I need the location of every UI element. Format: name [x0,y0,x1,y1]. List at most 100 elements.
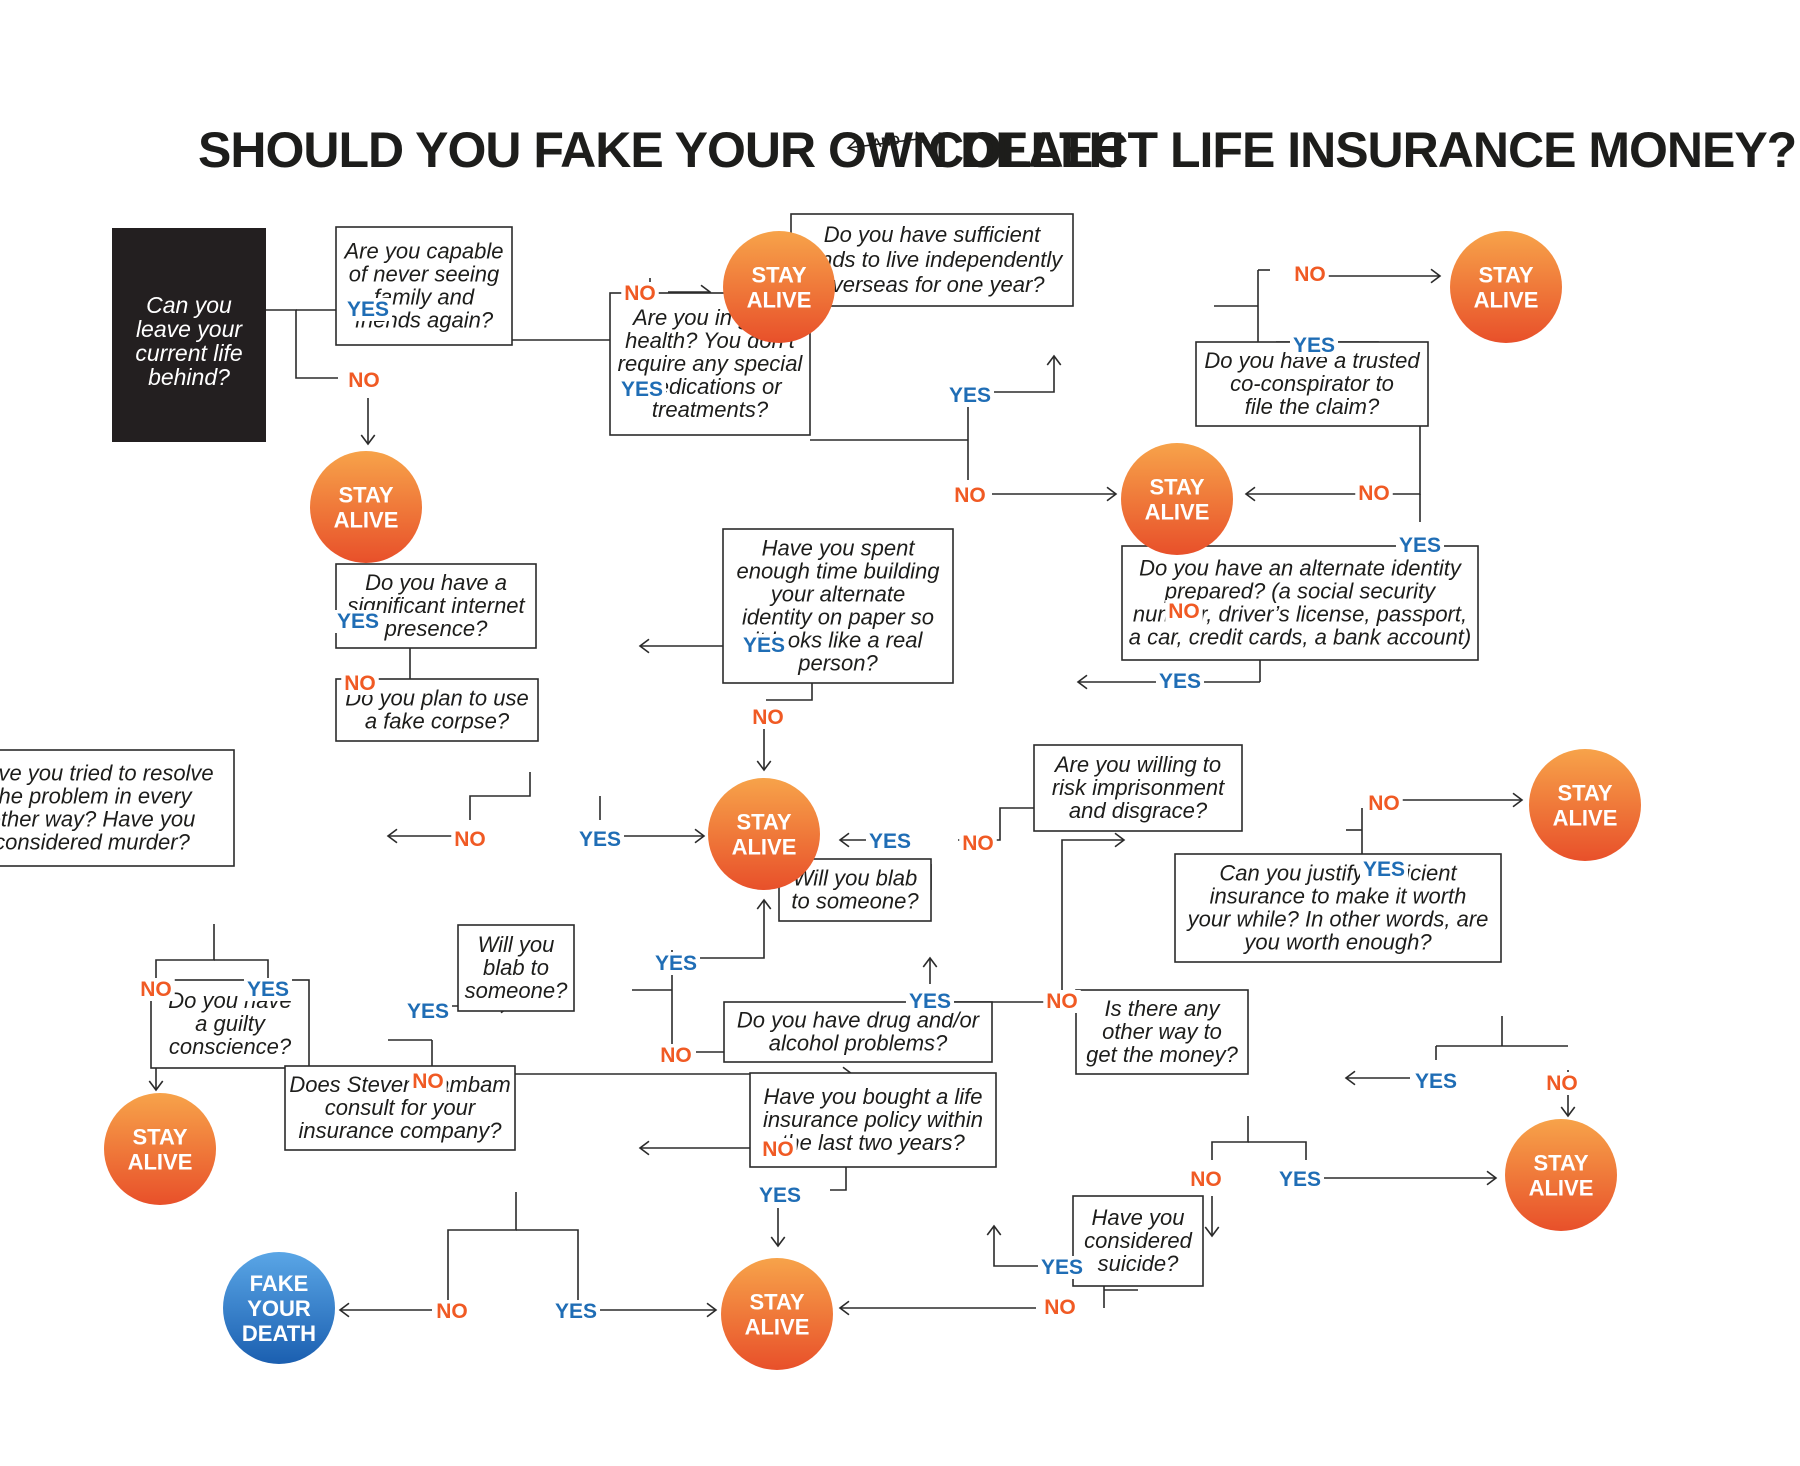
yes-branch-label: YES [337,610,379,633]
question-line: person? [797,651,878,676]
yes-branch-label: YES [1159,670,1201,693]
yes-branch-label: YES [1041,1256,1083,1279]
title-left: SHOULD YOU FAKE YOUR OWN DEATH [198,122,1124,178]
question-line: insurance to make it worth [1210,884,1467,909]
and-connector: AND [846,131,928,153]
yes-branch-label: YES [869,830,911,853]
outcome-text: ALIVE [745,1315,810,1340]
yes-branch-label: YES [555,1300,597,1323]
no-branch-label: NO [348,369,380,392]
outcome-text: STAY [1557,781,1612,806]
question-line: funds to live independently [802,247,1065,272]
outcome-text: ALIVE [1474,288,1539,313]
branch-labels: YES NO NO YES YES NO NO YES NO YES NO YES YES NO YES NO… [137,263,1581,1323]
yes-branch-label: YES [407,1000,449,1023]
question-line: Have you [1092,1205,1185,1230]
outcome-text: STAY [132,1125,187,1150]
outcome-text: YOUR [247,1296,311,1321]
question-line: insurance policy within [763,1107,983,1132]
question-line: Are you capable [343,239,504,264]
yes-branch-label: YES [621,378,663,401]
question-line: of never seeing [349,262,500,287]
question-line: Have you spent [762,536,916,561]
question-line: Do you have a [365,570,507,595]
outcome-text: STAY [338,483,393,508]
title-right: COLLECT LIFE INSURANCE MONEY? [928,122,1796,178]
question-line: blab to [483,955,549,980]
yes-branch-label: YES [1293,334,1335,357]
no-branch-label: NO [624,282,656,305]
question-line: conscience? [169,1034,292,1059]
question-line: Have you tried to resolve [0,761,214,786]
yes-branch-label: YES [1399,534,1441,557]
outcome-text: ALIVE [128,1150,193,1175]
no-branch-label: NO [660,1044,692,1067]
no-branch-label: NO [436,1300,468,1323]
question-line: identity on paper so [742,605,934,630]
question-line: a guilty [195,1011,267,1036]
question-line: Have you bought a life [764,1084,983,1109]
no-branch-label: NO [344,672,376,695]
question-line: presence? [384,616,489,641]
question-line: the problem in every [0,784,194,809]
outcome-text: ALIVE [1145,500,1210,525]
yes-branch-label: YES [949,384,991,407]
no-branch-label: NO [1190,1168,1222,1191]
no-branch-label: NO [1358,482,1390,505]
yes-branch-label: YES [655,952,697,975]
start-question-line: Can you [146,292,232,318]
outcome-text: ALIVE [747,288,812,313]
question-line: your while? In other words, are [1186,907,1489,932]
question-line: enough time building [736,559,940,584]
outcome-text: STAY [751,263,806,288]
no-branch-label: NO [1044,1296,1076,1319]
question-line: Do you have sufficient [824,222,1041,247]
question-line: someone? [465,978,569,1003]
question-line: alcohol problems? [769,1031,948,1056]
yes-branch-label: YES [1415,1070,1457,1093]
start-question-line: behind? [148,364,230,390]
question-line: your alternate [769,582,906,607]
question-line: consult for your [325,1095,477,1120]
outcome-text: ALIVE [1553,806,1618,831]
no-branch-label: NO [954,484,986,507]
outcome-text: ALIVE [334,508,399,533]
question-line: Are you willing to [1053,752,1221,777]
question-line: other way to [1102,1019,1222,1044]
yes-branch-label: YES [743,634,785,657]
outcome-text: STAY [1149,475,1204,500]
no-branch-label: NO [752,706,784,729]
question-line: overseas for one year? [819,272,1045,297]
connector-lines [148,268,1576,1318]
no-branch-label: NO [454,828,486,851]
page-title: SHOULD YOU FAKE YOUR OWN DEATH AND COLLE… [198,122,1797,178]
outcome-text: ALIVE [732,835,797,860]
question-line: you worth enough? [1242,930,1432,955]
question-line: insurance company? [298,1118,502,1143]
question-line: treatments? [652,397,769,422]
question-line: Can you justify sufficient [1219,861,1457,886]
question-line: file the claim? [1245,394,1380,419]
